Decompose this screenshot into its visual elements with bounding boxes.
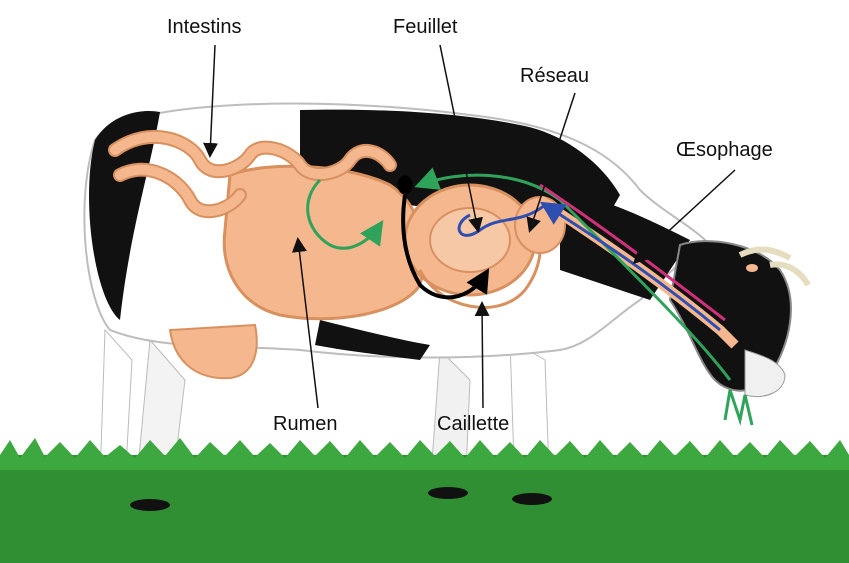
cow-head [670,241,808,396]
label-caillette: Caillette [437,414,509,434]
label-intestins: Intestins [167,17,241,37]
label-feuillet: Feuillet [393,17,457,37]
label-oesophage: Œsophage [676,140,773,160]
udder [170,325,257,378]
label-reseau: Réseau [520,66,589,86]
label-rumen: Rumen [273,414,337,434]
